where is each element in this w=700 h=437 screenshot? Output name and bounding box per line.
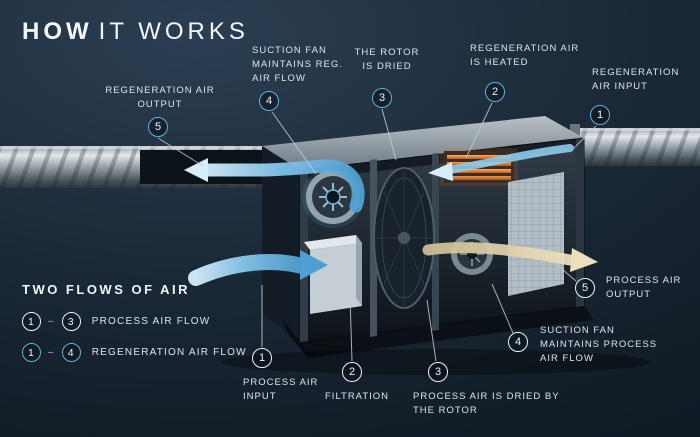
legend-number-process-from: 1 xyxy=(22,312,41,331)
filtration-box-icon xyxy=(304,235,362,314)
callout-label-regeneration-air-output: REGENERATION AIR OUTPUT xyxy=(105,85,215,110)
callout-label-process-air-output: PROCESS AIR OUTPUT xyxy=(606,275,682,300)
callout-number-process-1: 1 xyxy=(252,348,272,368)
divider-wall-right-icon xyxy=(432,153,439,331)
legend: TWO FLOWS OF AIR 1 – 3 PROCESS AIR FLOW … xyxy=(22,282,247,374)
callout-number-process-5: 5 xyxy=(575,278,595,298)
callout-number-regen-3: 3 xyxy=(372,88,392,108)
title-secondary: IT WORKS xyxy=(98,18,249,45)
callout-leader-lines xyxy=(157,102,597,362)
legend-row-process: 1 – 3 PROCESS AIR FLOW xyxy=(22,312,247,331)
legend-separator: – xyxy=(48,347,55,358)
callout-number-process-2: 2 xyxy=(342,362,362,382)
regeneration-output-arrow-icon xyxy=(184,158,365,213)
callout-label-rotor-is-dried: THE ROTOR IS DRIED xyxy=(354,47,420,72)
legend-number-regen-from: 1 xyxy=(22,343,41,362)
outlet-mesh-icon xyxy=(508,172,564,296)
callout-label-filtration: FILTRATION xyxy=(325,391,390,402)
callout-label-process-air-input: PROCESS AIR INPUT xyxy=(243,377,319,402)
legend-row-regeneration: 1 – 4 REGENERATION AIR FLOW xyxy=(22,343,247,362)
desiccant-rotor-icon xyxy=(373,167,435,309)
legend-label-regeneration: REGENERATION AIR FLOW xyxy=(91,347,247,358)
legend-number-process-to: 3 xyxy=(61,312,81,331)
callout-number-regen-1: 1 xyxy=(590,105,610,125)
callout-label-suction-fan-process: SUCTION FAN MAINTAINS PROCESS AIR FLOW xyxy=(540,325,658,364)
title-primary: HOW xyxy=(22,18,93,45)
right-duct-icon xyxy=(570,124,700,170)
regeneration-input-arrow-icon xyxy=(428,144,574,181)
legend-title: TWO FLOWS OF AIR xyxy=(22,282,191,297)
callout-label-process-air-dried: PROCESS AIR IS DRIED BY THE ROTOR xyxy=(413,391,560,416)
callout-label-suction-fan-reg: SUCTION FAN MAINTAINS REG. AIR FLOW xyxy=(252,45,343,84)
callout-number-process-4: 4 xyxy=(508,332,528,352)
callout-number-regen-2: 2 xyxy=(485,82,505,102)
callout-label-regeneration-air-heated: REGENERATION AIR IS HEATED xyxy=(470,43,580,68)
legend-separator: – xyxy=(48,316,55,327)
callout-number-process-3: 3 xyxy=(428,362,448,382)
legend-number-regen-to: 4 xyxy=(61,343,81,362)
callout-number-regen-5: 5 xyxy=(148,117,168,137)
callout-number-regen-4: 4 xyxy=(259,91,279,111)
legend-label-process: PROCESS AIR FLOW xyxy=(91,316,211,327)
process-input-arrow-icon xyxy=(188,250,328,286)
callout-label-regeneration-air-input: REGENERATION AIR INPUT xyxy=(592,67,680,92)
process-output-arrow-icon xyxy=(422,242,598,272)
